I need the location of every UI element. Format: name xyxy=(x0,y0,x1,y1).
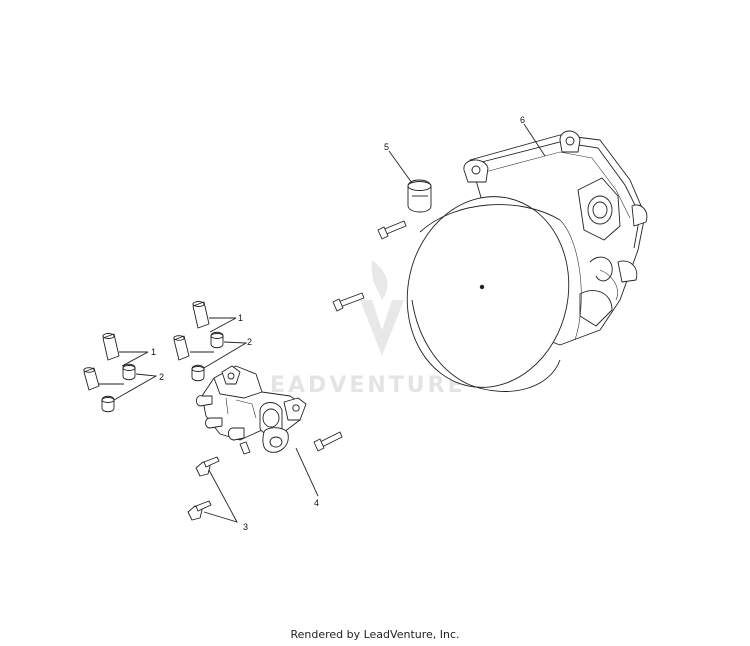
callout-6: 6 xyxy=(520,115,525,125)
watermark-logo-icon xyxy=(360,260,404,356)
center-hole xyxy=(479,284,485,290)
callout-4: 4 xyxy=(314,498,319,508)
callout-3: 3 xyxy=(243,522,248,532)
callout-1-left: 1 xyxy=(151,347,156,357)
callout-2-right: 2 xyxy=(247,337,252,347)
screw-group: 3 xyxy=(187,456,248,532)
footer-credit: Rendered by LeadVenture, Inc. xyxy=(290,628,460,641)
bolt-lower xyxy=(332,292,365,312)
callout-2-left: 2 xyxy=(159,372,164,382)
spacer-group-right: 1 2 xyxy=(173,301,252,382)
leadventure-watermark: EADVENTURE xyxy=(270,260,466,398)
spacer-group-left: 1 2 xyxy=(83,333,164,413)
bolt-assembly xyxy=(313,431,343,452)
watermark-text: EADVENTURE xyxy=(270,373,466,398)
bolt-upper xyxy=(377,220,407,240)
hose-clamp: 5 xyxy=(384,142,432,213)
callout-1-right: 1 xyxy=(238,313,243,323)
air-box-housing: 6 xyxy=(406,115,648,392)
callout-5: 5 xyxy=(384,142,389,152)
throttle-body-assembly: 4 xyxy=(195,365,319,508)
